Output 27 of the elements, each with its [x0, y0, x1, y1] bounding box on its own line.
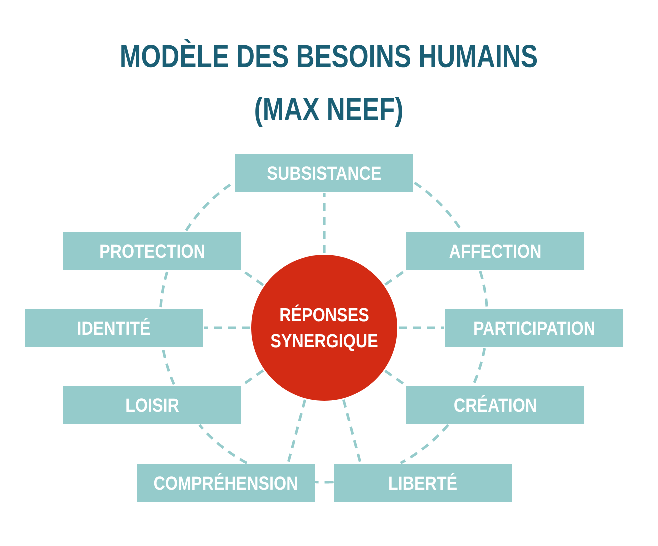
need-box: SUBSISTANCE — [236, 154, 414, 192]
connector-line — [414, 182, 463, 232]
need-box: PARTICIPATION — [446, 309, 624, 347]
connector-line — [198, 424, 248, 464]
connector-line — [399, 326, 444, 330]
connector-line — [242, 370, 264, 386]
need-box: AFFECTION — [406, 232, 584, 270]
connector-line — [384, 370, 406, 386]
need-box: COMPRÉHENSION — [137, 464, 315, 502]
need-box: IDENTITÉ — [25, 309, 203, 347]
connector-line — [242, 270, 264, 286]
connector-line — [479, 271, 488, 308]
connector-line — [315, 480, 334, 484]
need-box: CRÉATION — [406, 386, 584, 424]
need-box: LOISIR — [64, 386, 242, 424]
connector-line — [384, 270, 406, 286]
connector-line — [287, 400, 307, 463]
connector-line — [342, 400, 362, 463]
need-box: LIBERTÉ — [334, 464, 512, 502]
connector-line — [160, 271, 169, 308]
need-box: PROTECTION — [64, 232, 242, 270]
connector-line — [472, 348, 486, 386]
connector-line — [400, 424, 450, 464]
connector-line — [204, 326, 250, 330]
connector-line — [323, 194, 326, 254]
connector-line — [162, 348, 176, 386]
title: MODÈLE DES BESOINS HUMAINS (MAX NEEF) — [122, 39, 538, 127]
